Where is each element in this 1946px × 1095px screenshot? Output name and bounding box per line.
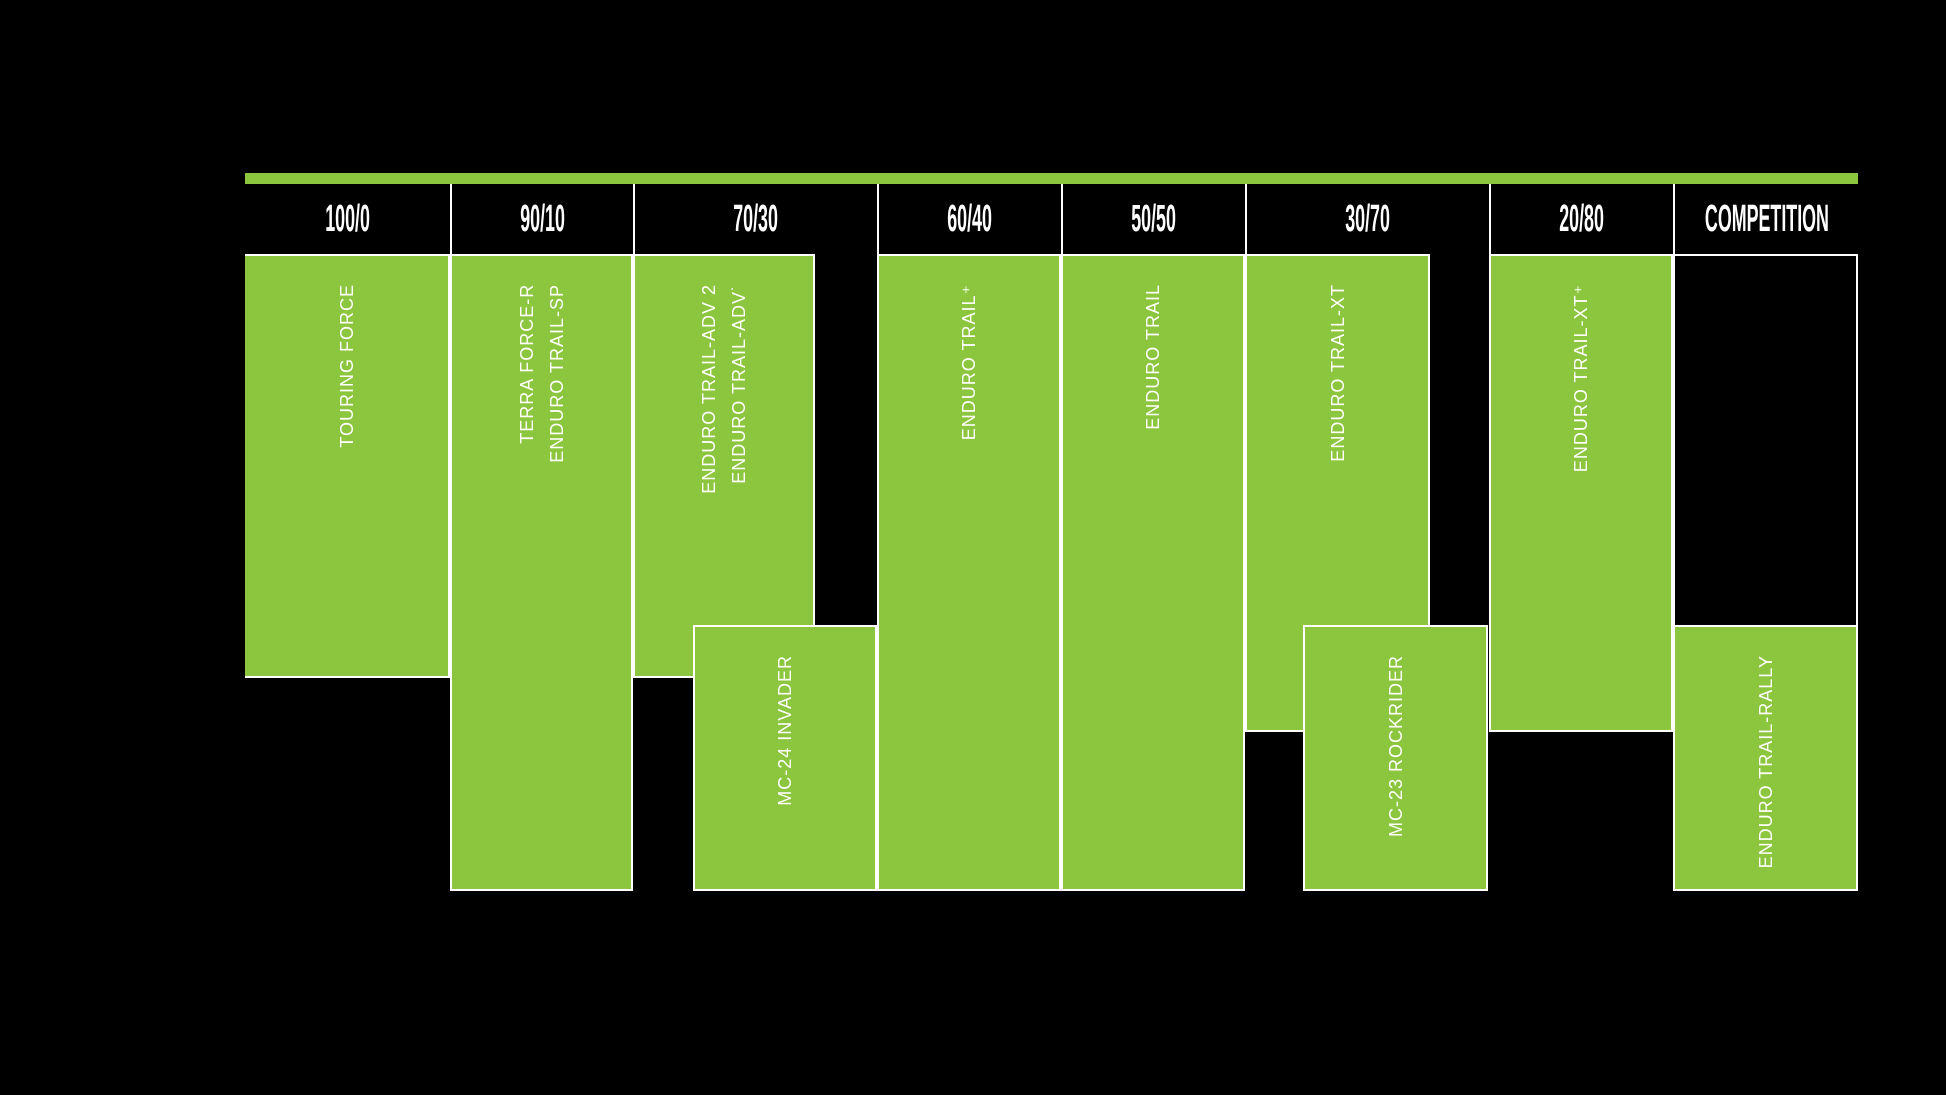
block-enduro-trail-rally: ENDURO TRAIL-RALLY (1673, 625, 1858, 891)
category-cell-50-50: 50/50 (1061, 184, 1245, 254)
category-label: 60/40 (947, 197, 993, 240)
product-label: ENDURO TRAIL-XT (1327, 284, 1348, 462)
product-label: ENDURO TRAIL-ADV 2 ENDURO TRAIL-ADV˙ (699, 284, 749, 494)
category-cell-competition: COMPETITION (1673, 184, 1858, 254)
category-cell-100-0: 100/0 (245, 184, 450, 254)
block-mc23-rockrider: MC-23 ROCKRIDER (1303, 625, 1488, 891)
category-cell-90-10: 90/10 (450, 184, 633, 254)
product-label: MC-24 INVADER (775, 655, 795, 806)
category-label: COMPETITION (1704, 197, 1829, 240)
block-touring-force: TOURING FORCE (245, 254, 450, 678)
category-cell-20-80: 20/80 (1489, 184, 1673, 254)
product-label: ENDURO TRAIL-XT⁺ (1571, 284, 1591, 473)
block-terra-force-r: TERRA FORCE-R ENDURO TRAIL-SP (450, 254, 633, 891)
category-cell-30-70: 30/70 (1245, 184, 1489, 254)
category-label: 30/70 (1345, 197, 1391, 240)
product-label: TERRA FORCE-R ENDURO TRAIL-SP (516, 284, 567, 463)
product-label: ENDURO TRAIL⁺ (959, 284, 979, 441)
category-label: 70/30 (733, 197, 779, 240)
product-label: TOURING FORCE (336, 284, 357, 448)
category-cell-70-30: 70/30 (633, 184, 877, 254)
block-enduro-trail-adv: ENDURO TRAIL-ADV 2 ENDURO TRAIL-ADV˙ (633, 254, 815, 678)
block-enduro-trail-xt-plus: ENDURO TRAIL-XT⁺ (1489, 254, 1673, 732)
block-mc24-invader: MC-24 INVADER (693, 625, 877, 891)
category-label: 90/10 (520, 197, 565, 240)
category-cell-60-40: 60/40 (877, 184, 1061, 254)
block-enduro-trail: ENDURO TRAIL (1061, 254, 1245, 891)
block-enduro-trail-plus: ENDURO TRAIL⁺ (877, 254, 1061, 891)
product-label: MC-23 ROCKRIDER (1385, 655, 1406, 838)
category-label: 20/80 (1559, 197, 1605, 240)
category-label: 100/0 (325, 197, 370, 240)
accent-top-bar (245, 173, 1858, 184)
product-label: ENDURO TRAIL-RALLY (1755, 655, 1776, 869)
product-label: ENDURO TRAIL (1143, 284, 1163, 430)
category-label: 50/50 (1131, 197, 1177, 240)
